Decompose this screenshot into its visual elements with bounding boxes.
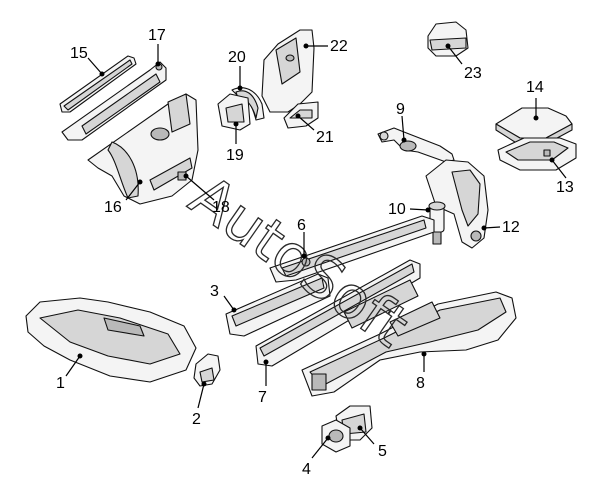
callout-5: 5 [357, 425, 387, 460]
callout-label-16: 16 [104, 199, 122, 216]
part-19-bracket [217, 93, 251, 131]
part-8-main-member [301, 279, 517, 397]
callout-label-9: 9 [396, 101, 405, 118]
callout-label-14: 14 [526, 79, 544, 96]
part-6-cross-member [269, 215, 435, 283]
callout-label-19: 19 [226, 147, 244, 164]
callout-17: 17 [148, 27, 166, 67]
part-15-rail [59, 55, 137, 113]
callout-label-13: 13 [556, 179, 574, 196]
callout-13: 13 [549, 157, 574, 196]
callout-label-12: 12 [502, 219, 520, 236]
callout-16: 16 [104, 179, 143, 216]
part-1-underbody-panel [25, 297, 197, 383]
callout-label-10: 10 [388, 201, 406, 218]
part-4-flange-plate [321, 419, 351, 453]
callout-2: 2 [192, 381, 207, 428]
callout-label-15: 15 [70, 45, 88, 62]
callout-label-23: 23 [464, 65, 482, 82]
callout-4: 4 [302, 435, 331, 478]
part-16-wheelhouse-assembly [87, 93, 199, 205]
callout-label-8: 8 [416, 375, 425, 392]
callout-21: 21 [295, 113, 334, 146]
callout-label-4: 4 [302, 461, 311, 478]
part-3-side-rail [225, 273, 331, 337]
callout-19: 19 [226, 121, 244, 164]
callout-14: 14 [526, 79, 544, 121]
part-23-mount [427, 21, 469, 57]
part-7-long-rail [255, 259, 421, 367]
callout-label-21: 21 [316, 129, 334, 146]
callout-7: 7 [258, 359, 269, 406]
callout-label-3: 3 [210, 283, 219, 300]
callout-20: 20 [228, 49, 246, 91]
part-2-clip-bracket [193, 353, 221, 387]
callout-15: 15 [70, 45, 105, 77]
part-22-panel [261, 29, 315, 113]
part-13-tray-base [497, 137, 577, 171]
callout-label-22: 22 [330, 38, 348, 55]
callout-label-5: 5 [378, 443, 387, 460]
callout-8: 8 [416, 351, 427, 392]
callout-12: 12 [481, 219, 520, 236]
callout-3: 3 [210, 283, 237, 313]
callout-22: 22 [303, 38, 348, 55]
callout-10: 10 [388, 201, 431, 218]
part-9-linkage [377, 127, 455, 163]
callout-label-20: 20 [228, 49, 246, 66]
callout-9: 9 [396, 101, 407, 143]
callout-6: 6 [297, 217, 307, 259]
part-12-reservoir [425, 159, 489, 249]
callout-label-18: 18 [212, 199, 230, 216]
callout-label-7: 7 [258, 389, 267, 406]
callout-label-2: 2 [192, 411, 201, 428]
callout-1: 1 [56, 353, 83, 392]
part-17-upper-member [61, 61, 167, 141]
callout-18: 18 [183, 173, 230, 216]
callout-label-1: 1 [56, 375, 65, 392]
callout-label-17: 17 [148, 27, 166, 44]
callout-label-6: 6 [297, 217, 306, 234]
callout-23: 23 [445, 43, 482, 82]
